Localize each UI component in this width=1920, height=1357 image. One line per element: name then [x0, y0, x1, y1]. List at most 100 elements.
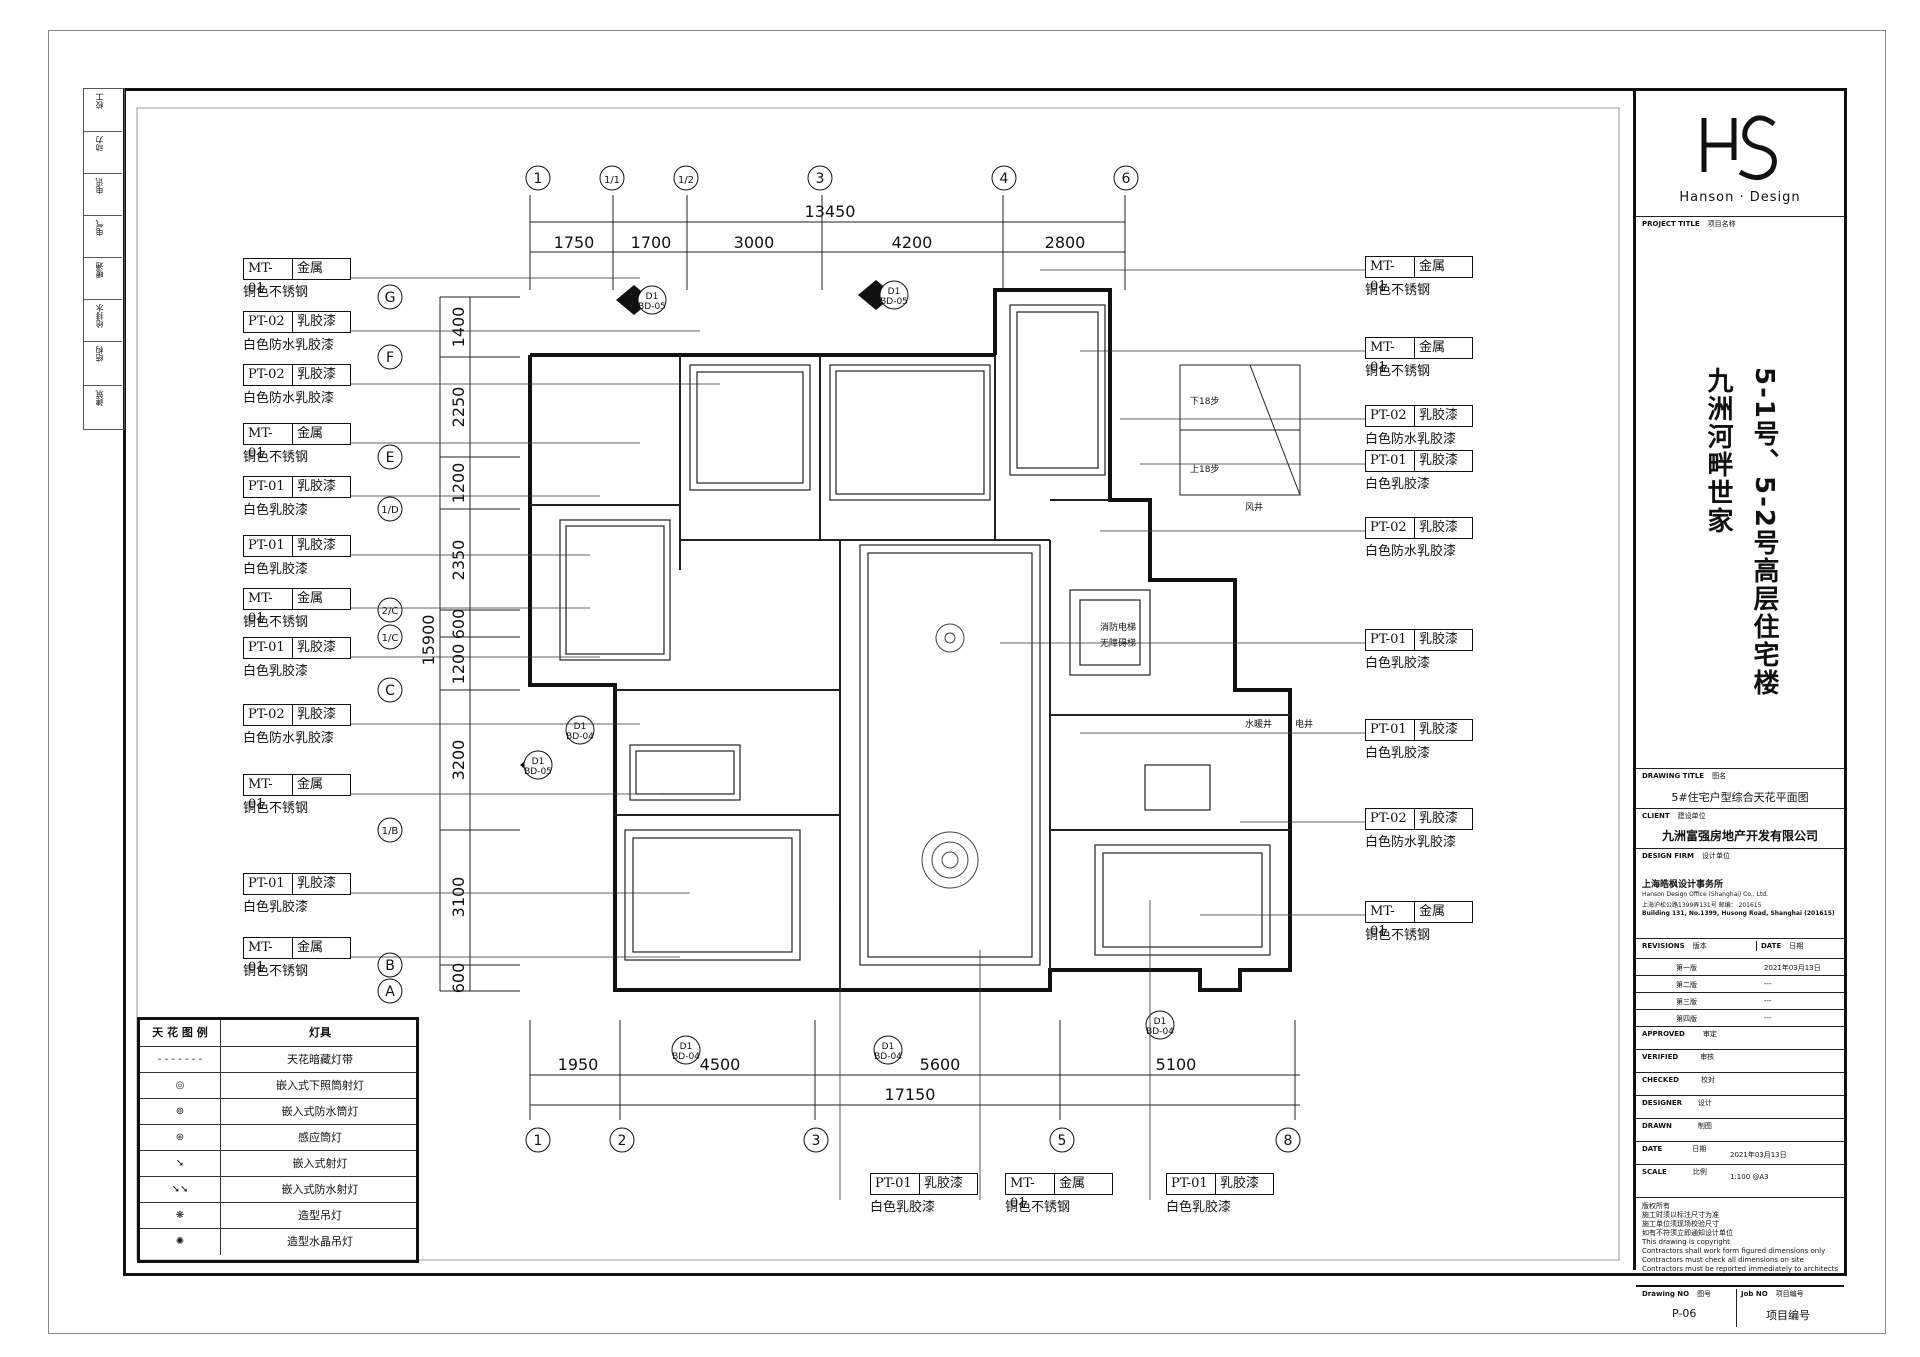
- material-code: PT-01: [1366, 630, 1415, 650]
- hanson-logo-icon: [1701, 115, 1777, 180]
- sheet-outer-border: [48, 30, 1886, 1334]
- waterproof-downlight-icon: ⊚: [140, 1099, 221, 1125]
- drawing-no-cn: 图号: [1697, 1290, 1712, 1298]
- legend-name: 造型吊灯: [298, 1209, 342, 1222]
- material-code: MT-01: [244, 424, 293, 461]
- checked-cn: 校对: [1700, 1076, 1715, 1084]
- dim-value: 600: [449, 963, 468, 994]
- dim-value: 2800: [1045, 233, 1086, 252]
- legend-name: 天花暗藏灯带: [287, 1053, 353, 1066]
- logo-text: Hanson · Design: [1679, 190, 1801, 205]
- drawing-title: 5#住宅户型综合天花平面图: [1671, 791, 1809, 804]
- project-name: 九洲河畔世家: [1703, 367, 1733, 535]
- top-grid-bubbles: 1 1/1 1/2 3 4 6: [525, 165, 1139, 191]
- grid-axis-label: 3: [816, 171, 825, 187]
- waterproof-spotlight-icon: ➘➘: [140, 1177, 221, 1203]
- material-code: PT-01: [244, 477, 293, 497]
- drawing-title-label: DRAWING TITLE: [1642, 772, 1705, 780]
- strip-cell: 暖通: [84, 257, 122, 300]
- material-type: 乳胶漆: [1419, 453, 1459, 468]
- client-cn: 建设单位: [1677, 812, 1706, 820]
- air-shaft-label: 风井: [1245, 501, 1263, 513]
- material-desc: 铜色不锈钢: [243, 615, 309, 630]
- material-desc: 白色防水乳胶漆: [1365, 835, 1457, 850]
- bottom-grid-bubbles: 1 2 3 5 8: [525, 1127, 1301, 1153]
- material-code: MT-01: [1366, 902, 1415, 939]
- strip-cell: 给排水: [84, 299, 122, 342]
- dim-value: 4200: [892, 233, 933, 252]
- dim-value: 1400: [449, 307, 468, 348]
- drawing-no: P-06: [1672, 1307, 1697, 1320]
- material-desc: 铜色不锈钢: [1365, 364, 1431, 379]
- design-firm-cn: 设计单位: [1702, 852, 1731, 860]
- date2-cn: 日期: [1692, 1145, 1707, 1153]
- chandelier-icons: [921, 623, 979, 889]
- note-line: This drawing is copyright: [1642, 1238, 1730, 1246]
- svg-text:D1: D1: [1154, 1017, 1167, 1027]
- fire-elevator-label: 消防电梯: [1100, 621, 1136, 633]
- approved-cn: 审定: [1702, 1030, 1717, 1038]
- material-code: MT-01: [244, 938, 293, 975]
- note-line: 施工时须以标注尺寸为准: [1642, 1211, 1719, 1219]
- dim-value: 1700: [631, 233, 672, 252]
- material-type: 金属: [1419, 259, 1446, 274]
- grid-axis-label: 1: [534, 1133, 543, 1149]
- material-type: 金属: [297, 777, 324, 792]
- material-desc: 白色防水乳胶漆: [243, 338, 335, 353]
- grid-axis-label: A: [385, 984, 395, 1000]
- dim-value: 1950: [558, 1055, 599, 1074]
- material-code: PT-01: [244, 536, 293, 556]
- grid-axis-label: 2: [618, 1133, 627, 1149]
- dim-value: 3200: [449, 740, 468, 781]
- material-type: 金属: [1419, 904, 1446, 919]
- dim-value: 5600: [920, 1055, 961, 1074]
- material-code: PT-01: [244, 874, 293, 894]
- svg-text:BD-05: BD-05: [880, 297, 908, 307]
- material-type: 乳胶漆: [297, 538, 337, 553]
- dim-value: 4500: [700, 1055, 741, 1074]
- material-desc: 白色乳胶漆: [1365, 477, 1431, 492]
- ceiling-legend-table: 天 花 图 例 灯具 - - - - - - -天花暗藏灯带 ◎嵌入式下照筒射灯…: [137, 1017, 419, 1263]
- material-type: 乳胶漆: [1419, 811, 1459, 826]
- material-desc: 铜色不锈钢: [243, 450, 309, 465]
- material-type: 乳胶漆: [1419, 722, 1459, 737]
- dim-value: 2350: [449, 540, 468, 581]
- drawing-no-label: Drawing NO: [1642, 1290, 1690, 1298]
- material-desc: 白色乳胶漆: [870, 1200, 936, 1215]
- material-code: MT-01: [244, 589, 293, 626]
- material-desc: 白色防水乳胶漆: [1365, 432, 1457, 447]
- material-code: PT-01: [1167, 1174, 1216, 1194]
- grid-axis-label: 1/2: [678, 175, 694, 186]
- legend-header: 天 花 图 例 灯具: [140, 1020, 416, 1046]
- legend-name: 嵌入式下照筒射灯: [276, 1079, 364, 1092]
- svg-text:BD-04: BD-04: [672, 1052, 700, 1062]
- job-no-label: Job NO: [1741, 1290, 1768, 1298]
- material-desc: 白色乳胶漆: [243, 900, 309, 915]
- top-dimension-text: 13450 1750 1700 3000 4200 2800: [554, 202, 1086, 252]
- pendant-light-icon: ❋: [140, 1203, 221, 1229]
- water-well-label: 水暖井: [1245, 718, 1272, 730]
- revision-date: ---: [1764, 1014, 1772, 1022]
- legend-row: - - - - - - -天花暗藏灯带: [140, 1046, 416, 1073]
- legend-name: 感应筒灯: [298, 1131, 342, 1144]
- material-desc: 白色乳胶漆: [1365, 656, 1431, 671]
- crystal-chandelier-icon: ✺: [140, 1229, 221, 1255]
- grid-axis-label: 1/D: [381, 505, 399, 516]
- legend-row: ✺造型水晶吊灯: [140, 1228, 416, 1255]
- material-type: 乳胶漆: [1419, 408, 1459, 423]
- material-desc: 铜色不锈钢: [1005, 1200, 1071, 1215]
